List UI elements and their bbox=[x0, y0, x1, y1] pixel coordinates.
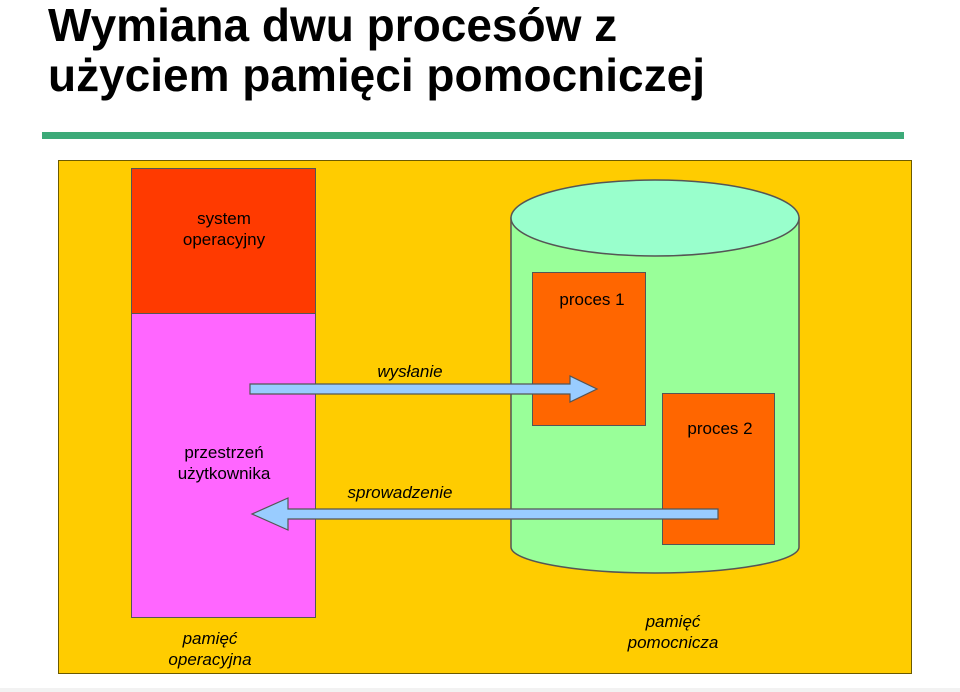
title-line-2: użyciem pamięci pomocniczej bbox=[48, 49, 706, 101]
main-memory-caption-line-2: operacyjna bbox=[168, 650, 252, 669]
title-divider bbox=[42, 132, 904, 139]
bottom-strip bbox=[0, 688, 960, 692]
send-label: wysłanie bbox=[377, 362, 443, 381]
process-2-block bbox=[662, 393, 775, 545]
process-2-label: proces 2 bbox=[687, 419, 753, 438]
disk-top bbox=[510, 179, 800, 257]
user-space-label-line-2: użytkownika bbox=[177, 464, 271, 483]
title-line-1: Wymiana dwu procesów z bbox=[48, 0, 618, 51]
process-1-block bbox=[532, 272, 646, 426]
main-memory-caption-line-1: pamięć bbox=[182, 629, 238, 648]
restore-label: sprowadzenie bbox=[347, 483, 453, 502]
user-space-region bbox=[131, 314, 316, 618]
user-space-label: przestrzeń użytkownika bbox=[140, 442, 308, 484]
restore-arrow bbox=[250, 497, 719, 531]
os-label-line-1: system bbox=[197, 209, 251, 228]
send-arrow bbox=[249, 375, 599, 403]
os-label: system operacyjny bbox=[140, 208, 308, 250]
secondary-memory-caption-line-2: pomocnicza bbox=[627, 633, 719, 652]
user-space-label-line-1: przestrzeń bbox=[184, 443, 264, 462]
secondary-memory-caption: pamięć pomocnicza bbox=[608, 611, 738, 653]
os-label-line-2: operacyjny bbox=[182, 230, 266, 249]
page-title: Wymiana dwu procesów z użyciem pamięci p… bbox=[48, 0, 705, 100]
process-1-label: proces 1 bbox=[559, 290, 625, 309]
main-memory-caption: pamięć operacyjna bbox=[140, 628, 280, 670]
secondary-memory-caption-line-1: pamięć bbox=[645, 612, 701, 631]
os-region bbox=[131, 168, 316, 314]
